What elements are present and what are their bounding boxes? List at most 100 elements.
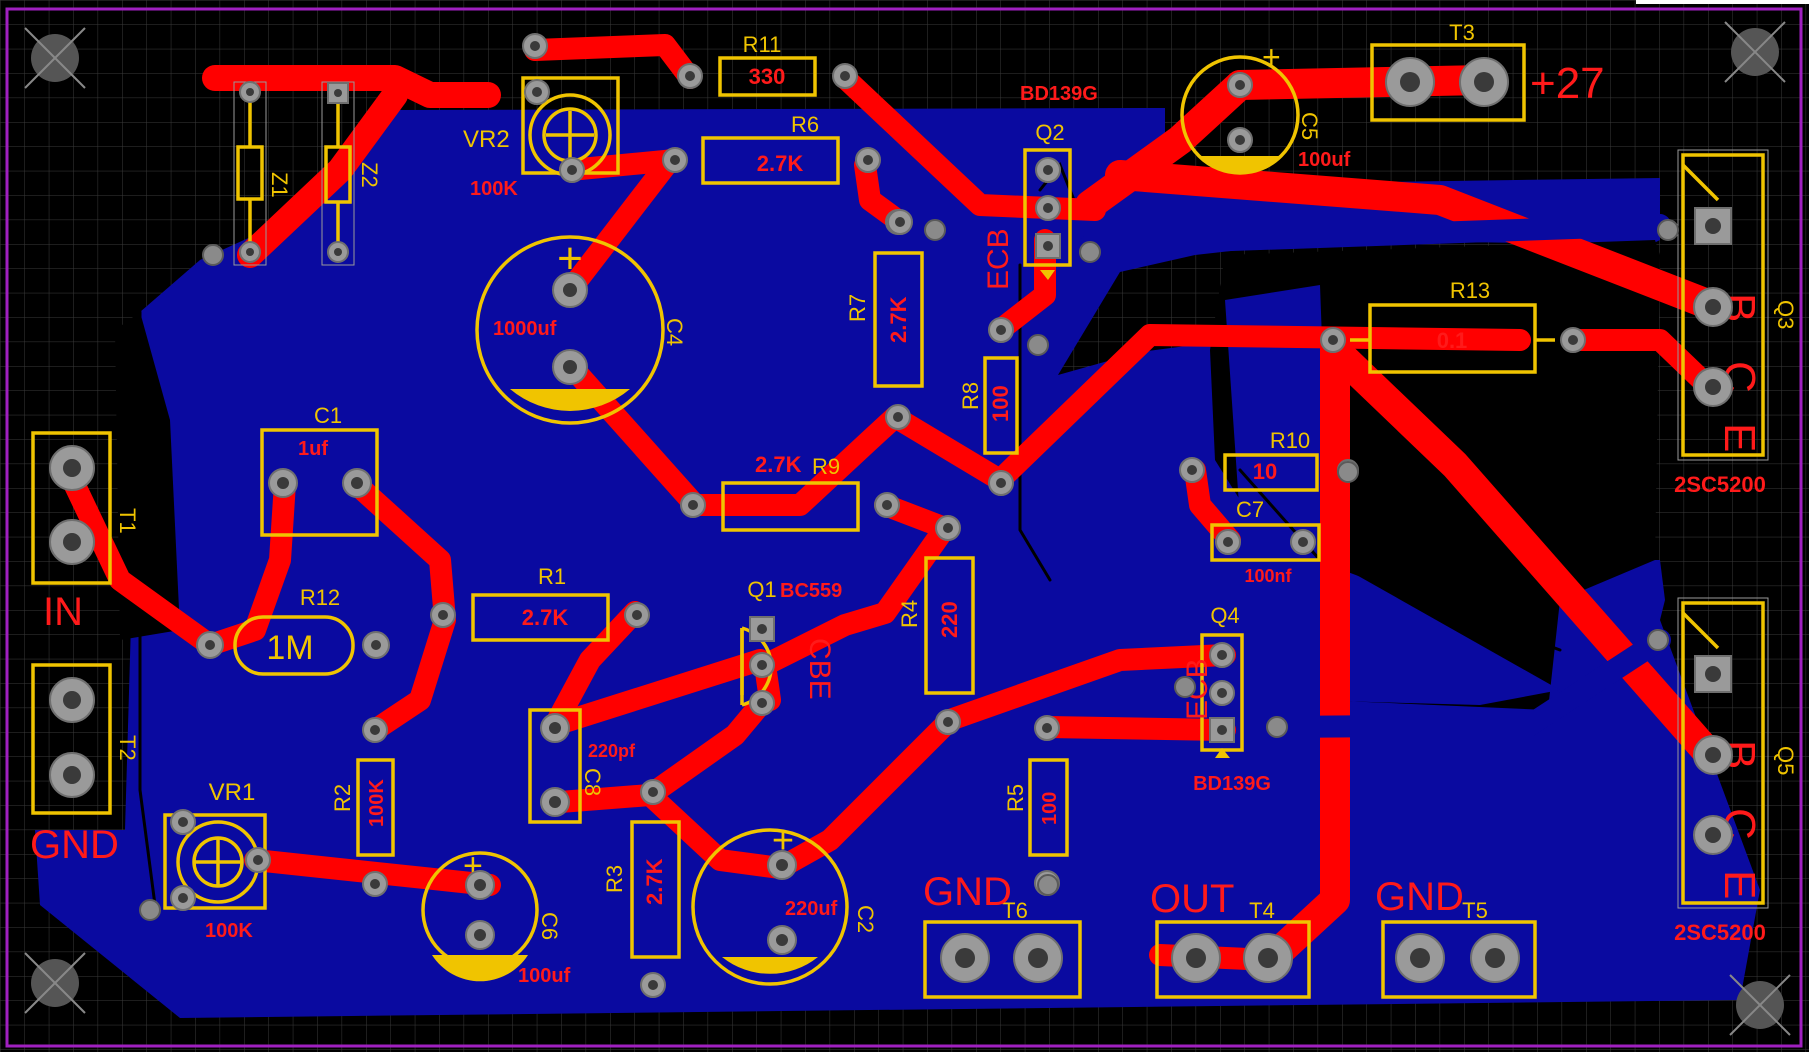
designator-r7: R7 <box>845 294 870 322</box>
transistor-q1: Q1 BC559 CBE <box>740 577 842 707</box>
designator-r8: R8 <box>958 382 983 410</box>
mount-hole-bottom-right <box>1729 974 1791 1036</box>
designator-q3: Q3 <box>1773 300 1798 329</box>
partnum-q4: BD139G <box>1193 773 1271 795</box>
pour-island <box>1225 285 1560 705</box>
resistor-r6: R6 2.7K <box>701 112 840 185</box>
designator-t6: T6 <box>1002 898 1028 923</box>
label-t2: GND <box>30 823 119 867</box>
terminal-t2: T2 GND <box>30 663 140 867</box>
zener-z2: Z2 <box>321 81 382 266</box>
resistor-r8: R8 100 <box>958 356 1019 455</box>
value-vr1: 100K <box>205 920 253 942</box>
polarity-c5: + <box>1262 39 1281 75</box>
designator-vr1: VR1 <box>209 779 256 806</box>
partnum-q2: BD139G <box>1020 83 1098 105</box>
pinout-q2: ECB <box>982 228 1015 290</box>
designator-c2: C2 <box>853 905 878 933</box>
capacitor-c8: C8 220pf <box>528 708 636 824</box>
value-c7: 100nf <box>1244 566 1292 586</box>
value-r12: 1M <box>266 629 313 667</box>
capacitor-c2: + C2 220uf <box>691 820 878 986</box>
value-c1: 1uf <box>298 438 328 460</box>
resistor-r11: R11 330 <box>718 32 817 97</box>
pin-e-q5: E <box>1715 870 1764 899</box>
designator-z2: Z2 <box>357 162 382 188</box>
transistor-q2: Q2 BD139G ECB <box>982 83 1098 290</box>
resistor-r10: R10 10 <box>1223 428 1319 492</box>
top-copper-traces <box>59 34 1725 975</box>
terminal-t1: T1 IN <box>31 431 140 634</box>
capacitor-c1: C1 1uf <box>260 403 379 537</box>
resistor-r7: R7 2.7K <box>845 251 924 388</box>
value-c4: 1000uf <box>493 318 557 340</box>
value-r11: 330 <box>749 64 786 89</box>
designator-r9: R9 <box>812 454 840 479</box>
value-r7: 2.7K <box>886 296 911 343</box>
designator-r6: R6 <box>791 112 819 137</box>
designator-q2: Q2 <box>1035 120 1064 145</box>
designator-t3: T3 <box>1449 20 1475 45</box>
designator-r11: R11 <box>743 32 782 57</box>
designator-c1: C1 <box>314 403 342 428</box>
value-r1: 2.7K <box>522 605 569 630</box>
designator-c5: C5 <box>1297 112 1322 140</box>
pinout-q1: CBE <box>803 638 836 700</box>
resistor-r3: R3 2.7K <box>602 820 681 959</box>
terminal-t6: T6 GND <box>923 870 1082 999</box>
terminal-t5: T5 GND <box>1375 875 1537 999</box>
designator-t1: T1 <box>115 508 140 534</box>
capacitor-c6: + C6 100uf <box>421 847 571 987</box>
designator-q5: Q5 <box>1773 746 1798 775</box>
value-r4: 220 <box>937 601 962 638</box>
label-t6: GND <box>923 870 1012 914</box>
label-t3: +27 <box>1530 59 1605 108</box>
value-r10: 10 <box>1253 459 1277 484</box>
value-c2: 220uf <box>785 898 838 920</box>
value-r8: 100 <box>988 385 1013 422</box>
value-r3: 2.7K <box>642 858 667 905</box>
pin-e-q3: E <box>1715 423 1764 452</box>
label-t4: OUT <box>1150 877 1234 921</box>
designator-z1: Z1 <box>267 172 292 198</box>
mounting-holes <box>24 21 1791 1036</box>
capacitor-c4: + C4 1000uf <box>475 234 687 425</box>
terminal-t4: T4 OUT <box>1150 877 1311 999</box>
designator-r2: R2 <box>330 784 355 812</box>
capacitor-c5: + C5 100uf <box>1180 39 1351 175</box>
designator-t4: T4 <box>1249 898 1275 923</box>
value-c6: 100uf <box>518 965 571 987</box>
value-r13: 0.1 <box>1437 328 1468 353</box>
designator-r13: R13 <box>1450 278 1490 303</box>
designator-r10: R10 <box>1270 428 1310 453</box>
resistor-r5: R5 100 <box>1003 758 1069 857</box>
value-r5: 100 <box>1039 792 1061 825</box>
terminal-t3: T3 +27 <box>1370 20 1605 122</box>
designator-q1: Q1 <box>747 577 776 602</box>
capacitor-c7: C7 100nf <box>1210 497 1321 586</box>
pads <box>49 33 1733 998</box>
designator-r5: R5 <box>1003 784 1028 812</box>
mount-hole-top-right <box>1724 21 1786 83</box>
resistor-r4: R4 220 <box>897 556 975 695</box>
designator-r3: R3 <box>602 865 627 893</box>
partnum-q1: BC559 <box>780 580 842 602</box>
resistor-r1: R1 2.7K <box>471 564 610 642</box>
value-r9: 2.7K <box>755 452 802 477</box>
partnum-q5: 2SC5200 <box>1674 920 1766 945</box>
board-outline <box>5 7 1803 1048</box>
vias <box>139 219 1679 921</box>
mount-hole-bottom-left <box>24 952 86 1014</box>
value-vr2: 100K <box>470 178 518 200</box>
designator-t5: T5 <box>1462 898 1488 923</box>
value-r6: 2.7K <box>757 151 804 176</box>
designator-r12: R12 <box>300 585 340 610</box>
corner-marker <box>1636 0 1809 4</box>
value-c5: 100uf <box>1298 149 1351 171</box>
label-t1: IN <box>43 590 83 634</box>
designator-c7: C7 <box>1236 497 1264 522</box>
designator-c4: C4 <box>662 318 687 346</box>
resistor-r13: R13 0.1 <box>1350 278 1555 374</box>
designator-vr2: VR2 <box>463 126 510 153</box>
